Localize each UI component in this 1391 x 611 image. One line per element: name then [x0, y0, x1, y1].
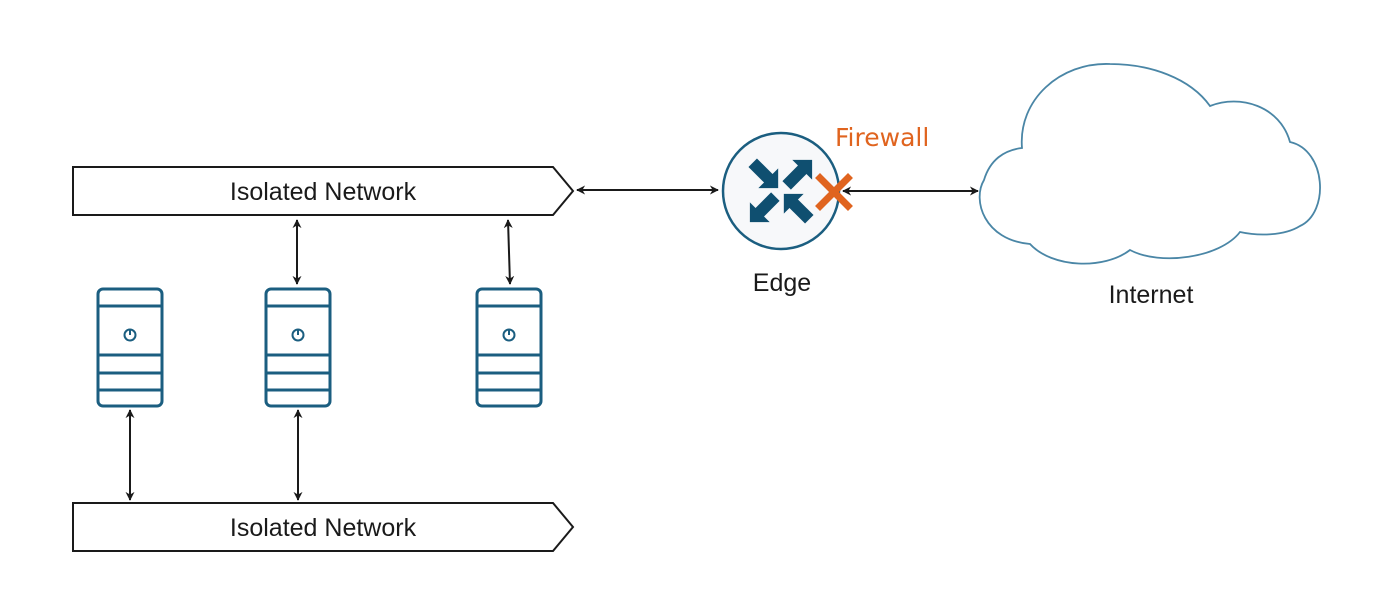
isolated-network-top: Isolated Network	[72, 166, 575, 216]
server-2-icon	[264, 287, 332, 408]
isolated-network-bottom-label: Isolated Network	[230, 514, 417, 542]
internet-label: Internet	[1109, 281, 1194, 309]
isolated-network-bottom: Isolated Network	[72, 502, 575, 552]
firewall-x-icon	[815, 173, 853, 211]
server-3-icon	[475, 287, 543, 408]
firewall-label: Firewall	[835, 123, 929, 152]
edge-router-icon: Edge	[721, 131, 841, 297]
server-1-icon	[96, 287, 164, 408]
connector-top-network-server-3	[503, 219, 515, 285]
internet-cloud-icon: Internet	[978, 63, 1321, 309]
isolated-network-top-label: Isolated Network	[230, 178, 417, 206]
edge-label: Edge	[753, 269, 811, 297]
